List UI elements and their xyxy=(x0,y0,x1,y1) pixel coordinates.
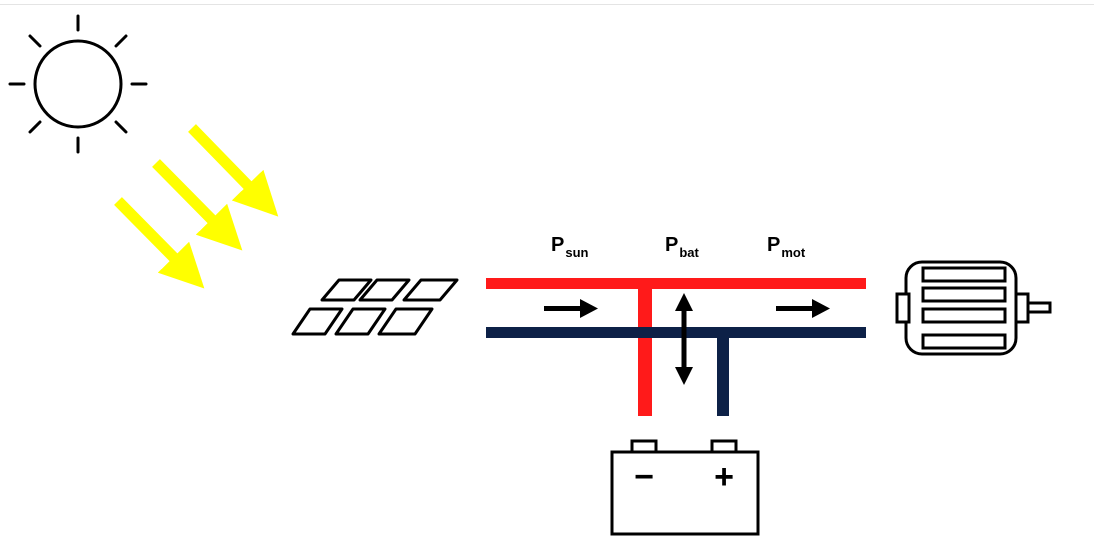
sunlight-ray-icon xyxy=(114,197,205,289)
sun-icon xyxy=(8,14,148,154)
sunlight-rays xyxy=(114,124,279,289)
top-divider xyxy=(0,4,1094,5)
p-sun-label: Psun xyxy=(551,234,589,260)
solar-panel-icon xyxy=(291,278,459,336)
p-bat-label: Pbat xyxy=(665,234,700,260)
battery-positive-terminal: + xyxy=(714,458,734,496)
battery-negative-terminal: − xyxy=(634,458,654,496)
negative-bus-line xyxy=(486,327,866,338)
sun-flow-arrow-icon xyxy=(544,299,598,318)
battery-bidirectional-arrow-icon xyxy=(675,293,693,385)
sunlight-ray-icon xyxy=(188,124,279,217)
positive-bus-line xyxy=(486,278,866,289)
motor-flow-arrow-icon xyxy=(776,299,830,318)
battery-icon xyxy=(610,439,760,536)
sunlight-ray-icon xyxy=(152,159,243,251)
motor-icon xyxy=(895,260,1052,356)
negative-battery-lead xyxy=(717,327,729,416)
power-bus xyxy=(486,278,866,416)
positive-battery-lead xyxy=(638,278,652,416)
p-mot-label: Pmot xyxy=(767,234,806,260)
